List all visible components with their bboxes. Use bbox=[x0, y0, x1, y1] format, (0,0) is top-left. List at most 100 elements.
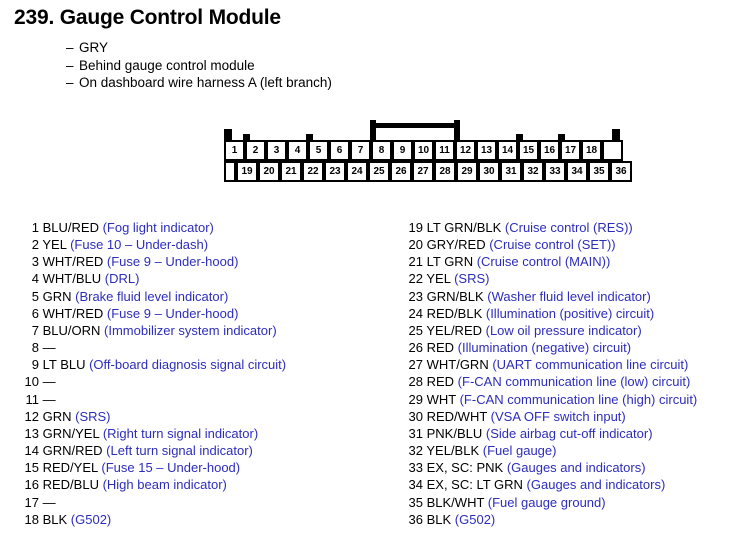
pin-list-right: 19 LT GRN/BLK (Cruise control (RES))20 G… bbox=[402, 219, 698, 528]
connector-pin-11: 11 bbox=[434, 140, 455, 161]
pin-entry-28: 28 RED (F-CAN communication line (low) c… bbox=[402, 373, 697, 390]
connector-pin-22: 22 bbox=[302, 161, 324, 182]
pin-wire-color: RED/WHT bbox=[423, 408, 488, 424]
pin-entry-36: 36 BLK (G502) bbox=[402, 511, 697, 528]
page-title: 239. Gauge Control Module bbox=[14, 6, 281, 29]
pin-number: 28 bbox=[408, 374, 423, 390]
pin-number: 3 bbox=[31, 254, 39, 270]
connector-pin-1: 1 bbox=[224, 140, 245, 161]
pin-wire-color: — bbox=[39, 494, 56, 510]
pin-wire-color: RED/BLK bbox=[423, 305, 483, 321]
pin-description: (F-CAN communication line (low) circuit) bbox=[454, 374, 691, 390]
pin-entry-5: 5 GRN (Brake fluid level indicator) bbox=[18, 288, 286, 305]
connector-pin-3: 3 bbox=[266, 140, 287, 161]
pin-description: (G502) bbox=[67, 511, 112, 527]
pin-entry-14: 14 GRN/RED (Left turn signal indicator) bbox=[18, 442, 286, 459]
subtitle-list: –GRY –Behind gauge control module –On da… bbox=[66, 39, 332, 92]
connector-pin-9: 9 bbox=[392, 140, 413, 161]
connector-keying-tab-icon bbox=[306, 134, 313, 141]
connector-pin-17: 17 bbox=[560, 140, 581, 161]
pin-entry-30: 30 RED/WHT (VSA OFF switch input) bbox=[402, 408, 697, 425]
pin-number: 26 bbox=[408, 340, 423, 356]
pin-entry-33: 33 EX, SC: PNK (Gauges and indicators) bbox=[402, 459, 697, 476]
connector-pin-32: 32 bbox=[522, 161, 544, 182]
pin-description: (Fog light indicator) bbox=[98, 220, 214, 235]
pin-entry-35: 35 BLK/WHT (Fuel gauge ground) bbox=[402, 494, 697, 511]
pin-description: (Fuse 15 – Under-hood) bbox=[97, 460, 241, 476]
pin-wire-color: GRY/RED bbox=[423, 237, 486, 253]
pin-entry-21: 21 LT GRN (Cruise control (MAIN)) bbox=[402, 253, 697, 270]
connector-pin-28: 28 bbox=[434, 161, 456, 182]
pin-number: 36 bbox=[408, 511, 423, 527]
pin-number: 33 bbox=[408, 460, 423, 476]
pin-number: 29 bbox=[408, 391, 423, 407]
pin-number: 19 bbox=[408, 220, 423, 235]
connector-pin-19: 19 bbox=[236, 161, 258, 182]
pin-wire-color: RED bbox=[423, 374, 455, 390]
pin-entry-31: 31 PNK/BLU (Side airbag cut-off indicato… bbox=[402, 425, 697, 442]
connector-pin-8: 8 bbox=[371, 140, 392, 161]
pin-description: (Fuel gauge ground) bbox=[484, 494, 606, 510]
subtitle-text: GRY bbox=[79, 40, 109, 55]
pin-wire-color: BLK/WHT bbox=[423, 494, 485, 510]
connector-pin-29: 29 bbox=[456, 161, 478, 182]
pin-wire-color: EX, SC: LT GRN bbox=[423, 477, 523, 493]
pin-list-left: 1 BLU/RED (Fog light indicator)2 YEL (Fu… bbox=[18, 219, 287, 528]
pin-number: 23 bbox=[408, 288, 423, 304]
pin-number: 17 bbox=[24, 494, 39, 510]
connector-latch-post-right-icon bbox=[454, 120, 460, 141]
pin-number: 11 bbox=[25, 391, 40, 407]
subtitle-dash-icon: – bbox=[66, 75, 74, 90]
pin-number: 8 bbox=[31, 340, 39, 356]
pin-number: 22 bbox=[408, 271, 423, 287]
pin-entry-23: 23 GRN/BLK (Washer fluid level indicator… bbox=[402, 288, 697, 305]
pin-wire-color: GRN/BLK bbox=[423, 288, 484, 304]
pin-wire-color: EX, SC: PNK bbox=[423, 460, 504, 476]
pin-number: 27 bbox=[408, 357, 423, 373]
connector-pin-24: 24 bbox=[346, 161, 368, 182]
connector-end-tab-right-icon bbox=[612, 129, 620, 141]
pin-number: 32 bbox=[408, 443, 423, 459]
pin-wire-color: YEL bbox=[39, 237, 67, 253]
pin-entry-27: 27 WHT/GRN (UART communication line circ… bbox=[402, 356, 697, 373]
connector-pin-26: 26 bbox=[390, 161, 412, 182]
pin-description: (Illumination (negative) circuit) bbox=[454, 340, 632, 356]
pin-entry-18: 18 BLK (G502) bbox=[18, 511, 286, 528]
pin-description: (SRS) bbox=[450, 271, 490, 287]
connector-pin-25: 25 bbox=[368, 161, 390, 182]
pin-wire-color: BLU/RED bbox=[39, 220, 99, 235]
connector-pin-blank-top bbox=[602, 140, 623, 161]
connector-pin-30: 30 bbox=[478, 161, 500, 182]
pin-number: 12 bbox=[24, 408, 39, 424]
connector-pin-10: 10 bbox=[413, 140, 434, 161]
pin-wire-color: RED/YEL bbox=[39, 460, 98, 476]
connector-pin-34: 34 bbox=[566, 161, 588, 182]
pin-number: 2 bbox=[31, 237, 39, 253]
pin-wire-color: PNK/BLU bbox=[423, 425, 483, 441]
pin-wire-color: BLK bbox=[423, 511, 452, 527]
pin-wire-color: RED/BLU bbox=[39, 477, 99, 493]
connector-pin-12: 12 bbox=[455, 140, 476, 161]
connector-pin-16: 16 bbox=[539, 140, 560, 161]
pin-entry-25: 25 YEL/RED (Low oil pressure indicator) bbox=[402, 322, 697, 339]
connector-tab-strip bbox=[224, 120, 620, 141]
pin-number: 15 bbox=[24, 460, 39, 476]
pin-number: 25 bbox=[408, 322, 423, 338]
pin-wire-color: YEL bbox=[423, 271, 451, 287]
pin-number: 5 bbox=[31, 288, 39, 304]
pin-number: 7 bbox=[31, 322, 39, 338]
pin-description: (F-CAN communication line (high) circuit… bbox=[455, 391, 698, 407]
pin-description: (Left turn signal indicator) bbox=[102, 443, 253, 459]
connector-pin-20: 20 bbox=[258, 161, 280, 182]
pin-entry-6: 6 WHT/RED (Fuse 9 – Under-hood) bbox=[18, 305, 286, 322]
connector-pin-35: 35 bbox=[588, 161, 610, 182]
connector-keying-tab-icon bbox=[516, 134, 523, 141]
pin-wire-color: — bbox=[39, 391, 56, 407]
pin-wire-color: GRN/YEL bbox=[39, 425, 100, 441]
pin-description: (Cruise control (SET)) bbox=[485, 237, 616, 253]
connector-latch-post-left-icon bbox=[370, 120, 376, 141]
pin-wire-color: WHT bbox=[423, 391, 456, 407]
pin-wire-color: WHT/GRN bbox=[423, 357, 489, 373]
